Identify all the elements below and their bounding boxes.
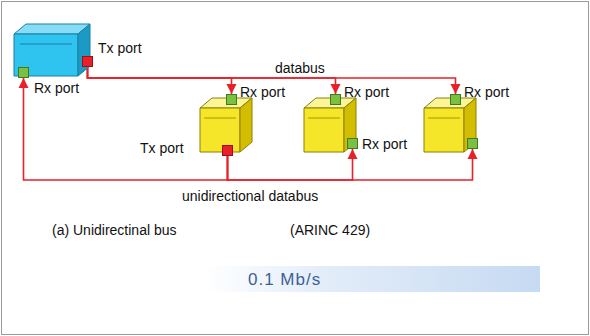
rx-port-square — [347, 138, 358, 149]
port-label: Rx port — [34, 80, 79, 96]
tx-port-square — [82, 56, 93, 67]
unit-front-face — [200, 108, 240, 152]
port-label: Rx port — [240, 84, 285, 100]
unit-front-face — [304, 108, 344, 152]
caption-note: (a) Unidirectinal bus — [52, 222, 177, 239]
unit-detail — [204, 118, 236, 119]
rx-port-square — [226, 94, 237, 105]
unit-detail — [428, 118, 460, 119]
bus-line — [24, 78, 228, 180]
unit-front-face — [424, 108, 464, 152]
lru-unit: Rx portRx port — [300, 94, 360, 156]
data-rate: 0.1 Mb/s — [248, 270, 321, 290]
tx-port-square — [222, 145, 233, 156]
bus-line — [228, 149, 353, 180]
unit-top-face — [14, 24, 90, 34]
lru-unit: Tx portRx port — [14, 22, 94, 78]
bus-line — [228, 149, 473, 180]
rx-port-square — [18, 67, 29, 78]
unit-detail — [20, 44, 72, 45]
rx-port-square — [330, 94, 341, 105]
unit-side-face — [240, 98, 252, 152]
port-label: Rx port — [344, 84, 389, 100]
rx-port-square — [467, 138, 478, 149]
lru-unit: Rx port — [420, 94, 480, 156]
unit-detail — [308, 118, 340, 119]
port-label: Tx port — [140, 140, 184, 156]
caption-note: (ARINC 429) — [290, 222, 370, 239]
speed-band — [205, 266, 540, 292]
bus-line — [88, 67, 232, 94]
bus-label: unidirectional databus — [180, 188, 320, 204]
bus-label: databus — [273, 60, 327, 76]
rx-port-square — [450, 94, 461, 105]
port-label: Tx port — [98, 40, 142, 56]
port-label: Rx port — [362, 136, 407, 152]
unit-side-face — [78, 24, 90, 76]
lru-unit: Rx portTx port — [196, 94, 256, 156]
port-label: Rx port — [464, 84, 509, 100]
